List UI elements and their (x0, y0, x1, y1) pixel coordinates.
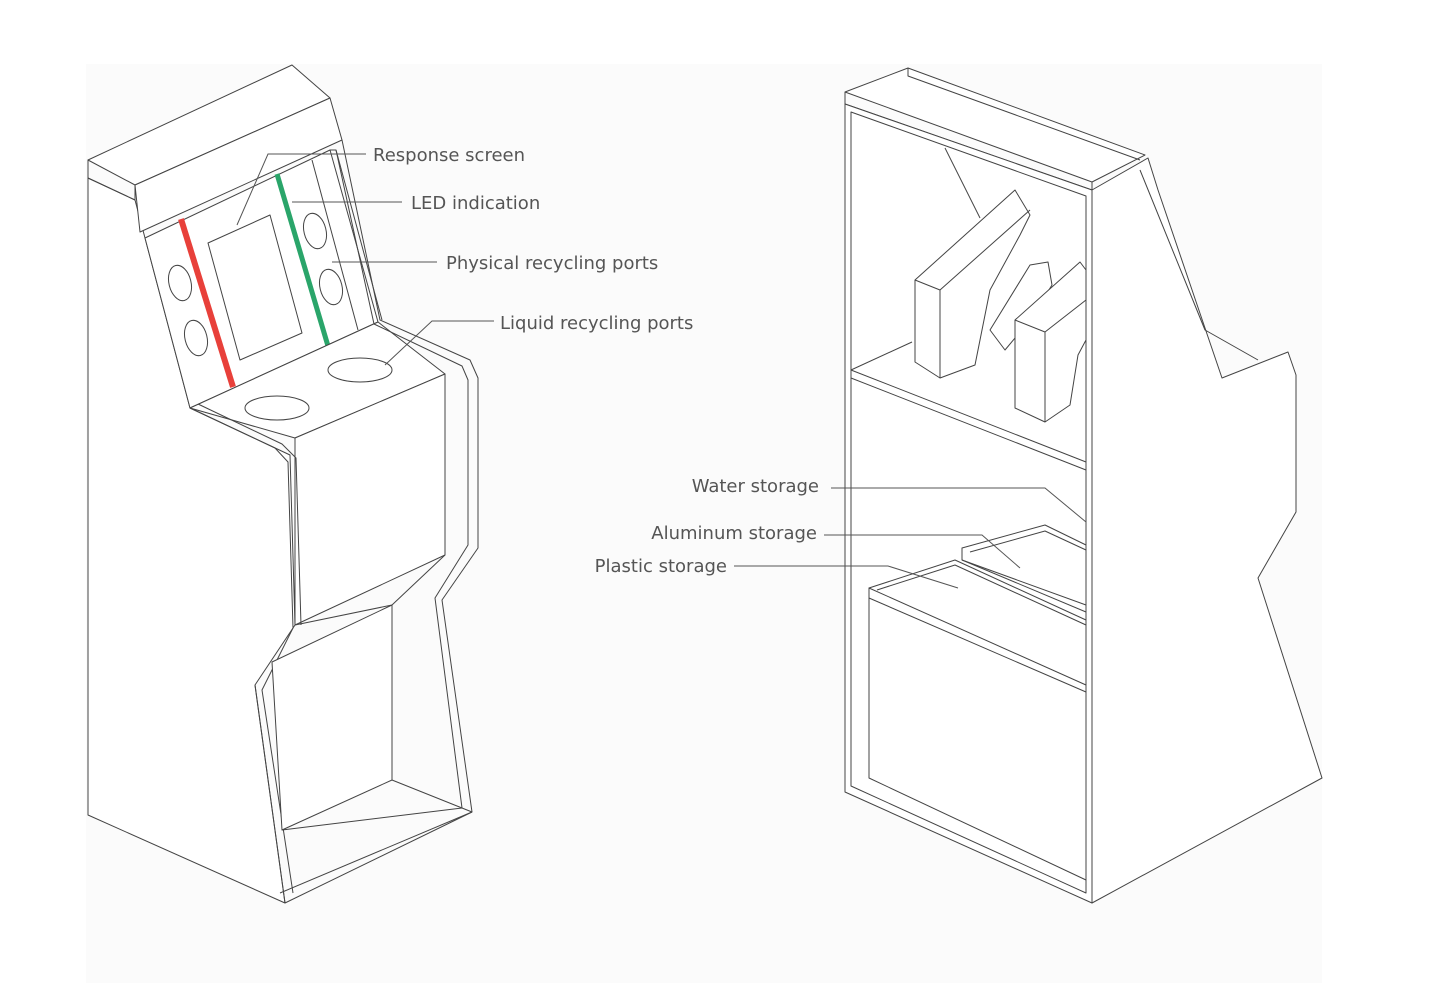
cabinet-trim-right (341, 139, 479, 813)
physical-port-left-bottom (183, 319, 209, 357)
machine-interior (844, 67, 1323, 904)
leader-liquid-ports (384, 320, 494, 366)
label-aluminum-storage: Aluminum storage (651, 523, 817, 544)
storage-bin-front (868, 587, 1087, 881)
led-strip-red (178, 218, 236, 388)
chute-right (1014, 261, 1087, 423)
leader-aluminum-storage (824, 534, 1021, 569)
response-screen (207, 214, 303, 361)
liquid-port-right (327, 357, 393, 383)
interior-top-cap (844, 67, 1146, 183)
led-strip-green (274, 173, 331, 347)
label-response-screen: Response screen (373, 145, 525, 166)
interior-side-shell (1091, 157, 1323, 904)
leader-water-storage (831, 487, 1087, 523)
leader-lines (236, 153, 1087, 589)
label-liquid-recycling-ports: Liquid recycling ports (500, 313, 693, 334)
label-plastic-storage: Plastic storage (595, 556, 727, 577)
leader-response-screen (236, 153, 366, 226)
leader-plastic-storage (734, 565, 959, 589)
label-physical-recycling-ports: Physical recycling ports (446, 253, 658, 274)
physical-port-right-top (302, 212, 328, 250)
physical-port-right-bottom (318, 268, 344, 306)
label-water-storage: Water storage (692, 476, 819, 497)
label-led-indication: LED indication (411, 193, 540, 214)
physical-port-left-top (167, 264, 193, 302)
callout-labels: Response screen LED indication Physical … (373, 145, 819, 577)
chute-left (914, 189, 1031, 379)
machine-exterior (87, 64, 479, 904)
liquid-port-left (244, 395, 310, 421)
chute-middle (989, 261, 1053, 351)
bottom-compartment (271, 604, 393, 831)
